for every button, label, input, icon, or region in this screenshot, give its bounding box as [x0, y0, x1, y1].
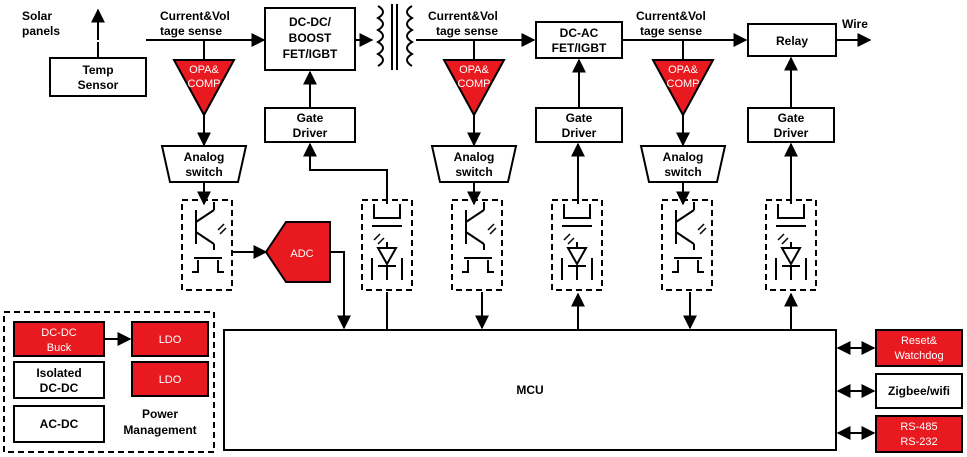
transformer-icon — [376, 4, 414, 70]
solar-panels-label: Solar panels — [22, 9, 60, 38]
svg-text:Watchdog: Watchdog — [894, 350, 943, 362]
svg-text:Gate: Gate — [297, 111, 324, 125]
gate-driver-1: Gate Driver — [264, 107, 356, 143]
svg-text:LDO: LDO — [159, 374, 182, 386]
svg-text:OPA&: OPA& — [189, 64, 219, 76]
analog-switch-2: Analog switch — [430, 145, 518, 183]
acdc-block: AC-DC — [13, 405, 105, 443]
temp-sensor-box: Temp Sensor — [49, 57, 147, 97]
svg-text:RS-232: RS-232 — [900, 436, 937, 448]
optocoupler-1 — [181, 199, 233, 291]
adc-mcu-line — [330, 251, 351, 330]
svg-text:Driver: Driver — [774, 126, 809, 140]
svg-text:COMP: COMP — [667, 78, 700, 90]
sense-label-2: Current&Vol tage sense — [428, 9, 498, 38]
svg-text:Reset&: Reset& — [901, 335, 938, 347]
svg-text:Sensor: Sensor — [78, 78, 119, 92]
svg-text:AC-DC: AC-DC — [40, 417, 79, 431]
svg-text:Isolated: Isolated — [36, 366, 81, 380]
svg-text:Analog: Analog — [663, 150, 704, 164]
svg-text:Solar: Solar — [22, 9, 52, 23]
svg-text:Buck: Buck — [47, 342, 72, 354]
svg-text:Management: Management — [123, 423, 196, 437]
svg-text:tage sense: tage sense — [160, 24, 222, 38]
ldo-block-2: LDO — [131, 361, 209, 397]
svg-text:Current&Vol: Current&Vol — [428, 9, 498, 23]
svg-text:DC-DC: DC-DC — [40, 381, 79, 395]
power-management-group — [3, 311, 215, 453]
svg-text:Gate: Gate — [778, 111, 805, 125]
mcu-block: MCU — [223, 329, 837, 451]
svg-text:OPA&: OPA& — [459, 64, 489, 76]
rs485-rs232-block: RS-485 RS-232 — [875, 415, 963, 453]
svg-text:DC-AC: DC-AC — [560, 26, 599, 40]
optocoupler-6 — [765, 199, 817, 291]
svg-text:COMP: COMP — [188, 78, 221, 90]
gate-driver-3: Gate Driver — [747, 107, 835, 143]
svg-text:Current&Vol: Current&Vol — [160, 9, 230, 23]
svg-text:LDO: LDO — [159, 334, 182, 346]
optocoupler-2 — [361, 199, 413, 291]
optocoupler-4 — [551, 199, 603, 291]
sense-label-3: Current&Vol tage sense — [636, 9, 706, 38]
svg-text:DC-DC/: DC-DC/ — [289, 15, 332, 29]
dcdc-boost-box: DC-DC/ BOOST FET/IGBT — [264, 7, 356, 71]
relay-box: Relay — [747, 23, 837, 57]
svg-text:FET/IGBT: FET/IGBT — [283, 47, 338, 61]
analog-switch-3: Analog switch — [639, 145, 727, 183]
svg-text:switch: switch — [455, 165, 492, 179]
ldo-block-1: LDO — [131, 321, 209, 357]
svg-text:Driver: Driver — [293, 126, 328, 140]
svg-text:ADC: ADC — [290, 248, 313, 260]
power-management-label: Power Management — [123, 407, 196, 437]
svg-text:OPA&: OPA& — [668, 64, 698, 76]
reset-watchdog-block: Reset& Watchdog — [875, 329, 963, 367]
svg-text:Power: Power — [142, 407, 178, 421]
svg-text:Gate: Gate — [566, 111, 593, 125]
svg-text:FET/IGBT: FET/IGBT — [552, 41, 607, 55]
opto2-gate1-line — [303, 142, 388, 204]
wire-label: Wire — [842, 17, 868, 31]
svg-text:Current&Vol: Current&Vol — [636, 9, 706, 23]
svg-text:Temp: Temp — [82, 63, 113, 77]
analog-switch-1: Analog switch — [160, 145, 248, 183]
svg-text:Relay: Relay — [776, 34, 808, 48]
opa-comp-2: OPA& COMP — [442, 40, 506, 118]
optocoupler-5 — [661, 199, 713, 291]
sense-label-1: Current&Vol tage sense — [160, 9, 230, 38]
svg-text:Analog: Analog — [454, 150, 495, 164]
svg-text:switch: switch — [664, 165, 701, 179]
dcac-box: DC-AC FET/IGBT — [535, 21, 623, 59]
svg-text:RS-485: RS-485 — [900, 421, 937, 433]
opa-comp-3: OPA& COMP — [651, 40, 715, 118]
opa-comp-1: OPA& COMP — [172, 40, 236, 118]
zigbee-wifi-block: Zigbee/wifi — [875, 373, 963, 409]
svg-text:tage sense: tage sense — [640, 24, 702, 38]
dcdc-buck-block: DC-DC Buck — [13, 321, 105, 357]
svg-text:DC-DC: DC-DC — [41, 327, 76, 339]
gate-driver-2: Gate Driver — [535, 107, 623, 143]
svg-text:switch: switch — [185, 165, 222, 179]
svg-text:Analog: Analog — [184, 150, 225, 164]
svg-text:Driver: Driver — [562, 126, 597, 140]
svg-text:tage sense: tage sense — [436, 24, 498, 38]
adc-block: ADC — [264, 221, 331, 283]
svg-text:Zigbee/wifi: Zigbee/wifi — [888, 384, 950, 398]
svg-text:BOOST: BOOST — [289, 31, 332, 45]
svg-text:COMP: COMP — [458, 78, 491, 90]
optocoupler-3 — [451, 199, 503, 291]
svg-text:panels: panels — [22, 24, 60, 38]
svg-text:MCU: MCU — [516, 383, 543, 397]
isolated-dcdc-block: Isolated DC-DC — [13, 361, 105, 399]
